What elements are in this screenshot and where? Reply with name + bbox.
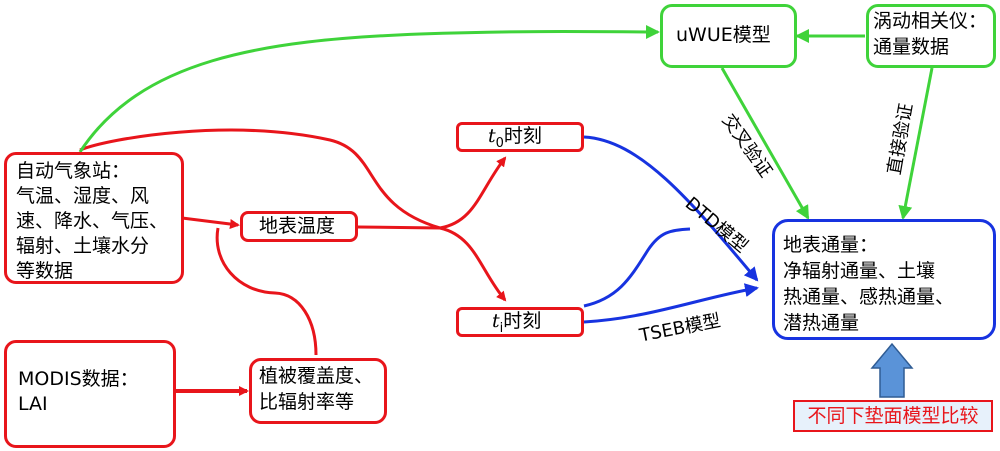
arrow-split-to-ti [439, 226, 507, 302]
uwue-model-label: uWUE模型 [676, 24, 771, 46]
ec-line-2: 通量数据 [873, 36, 950, 58]
arrow-uwue-to-flux [720, 67, 810, 220]
ti-time-label: ti时刻 [492, 309, 541, 341]
ti-rest: 时刻 [503, 310, 542, 332]
modis-line-1: MODIS数据： [18, 368, 139, 390]
arrow-split-to-t0 [439, 156, 507, 230]
ti-subscript: i [499, 320, 504, 336]
eddy-covariance-box [866, 4, 996, 68]
arrow-t0-to-flux [583, 135, 759, 282]
t0-time-box [456, 122, 584, 152]
t0-rest: 时刻 [503, 125, 542, 147]
station-line-2: 气温、湿度、风 [16, 185, 150, 207]
station-line-4: 辐射、土壤水分 [16, 235, 150, 257]
flux-line-1: 地表通量： [783, 234, 879, 256]
station-line-5: 等数据 [16, 260, 74, 282]
model-comparison-note: 不同下垫面模型比较 [793, 400, 993, 432]
surface-temperature-label: 地表温度 [259, 215, 336, 237]
vegetation-cover-box [249, 358, 387, 424]
arrow-station-to-lst [181, 216, 240, 229]
arrow-ec-to-flux [898, 67, 934, 220]
modis-line-2: LAI [18, 393, 48, 415]
t0-t: t [488, 125, 496, 147]
modis-data-box [4, 340, 176, 448]
veg-line-2: 比辐射率等 [259, 391, 355, 413]
station-line-3: 速、降水、气压、 [16, 210, 169, 232]
weather-station-box [4, 152, 184, 284]
station-line-1: 自动气象站： [16, 160, 131, 182]
arrow-station-to-uwue [78, 24, 660, 153]
ec-line-1: 涡动相关仪： [873, 10, 988, 32]
surface-temperature-box [240, 211, 358, 242]
flux-line-3: 热通量、感热通量、 [783, 286, 955, 308]
ti-time-box [456, 307, 584, 337]
flux-line-4: 潜热通量 [783, 312, 860, 334]
arrow-station-to-t-split [79, 128, 441, 230]
arrow-station-to-veg [215, 227, 318, 356]
arrow-lst-to-split [357, 225, 441, 230]
surface-flux-box [772, 219, 996, 340]
veg-line-1: 植被覆盖度、 [259, 365, 374, 387]
arrow-ti-to-flux [583, 283, 759, 324]
flux-line-2: 净辐射通量、土壤 [783, 260, 936, 282]
t0-subscript: 0 [495, 135, 504, 151]
t0-time-label: t0时刻 [488, 124, 542, 156]
ti-t: t [492, 310, 500, 332]
up-arrow-icon [870, 342, 914, 398]
arrow-ti-to-dtd [583, 227, 691, 308]
uwue-model-box [660, 4, 797, 68]
